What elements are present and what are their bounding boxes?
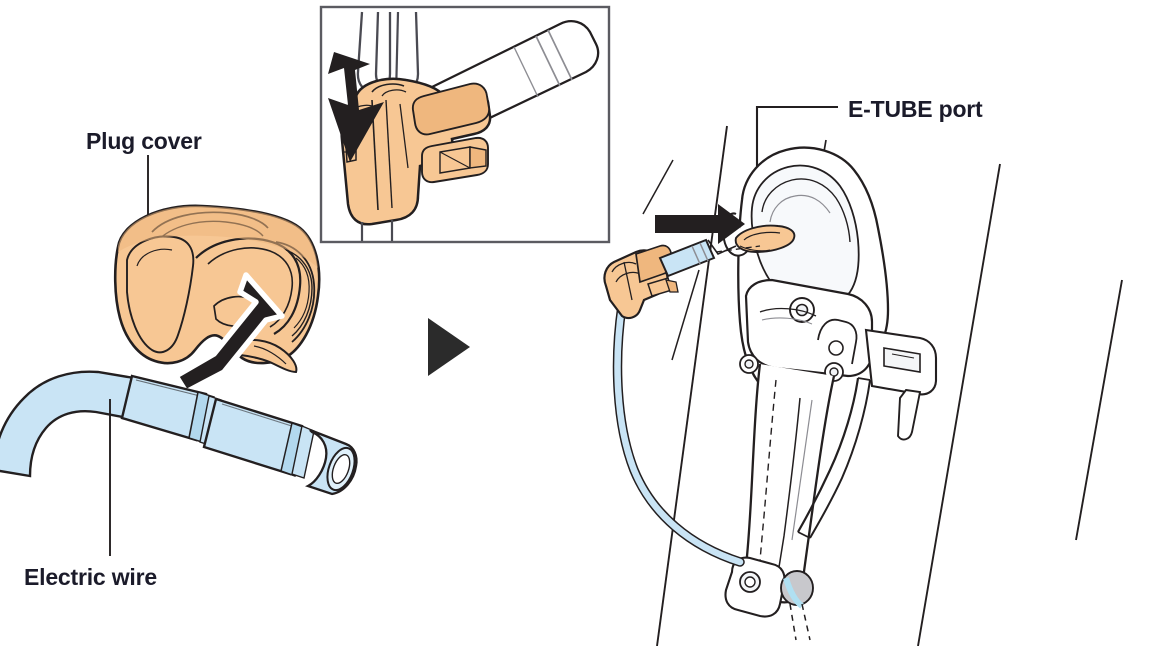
shift-lever-top-cap (857, 377, 871, 381)
inset-cover-cap (411, 82, 491, 136)
connector-ring-right-1 (691, 245, 701, 265)
pointer-line-upper (642, 159, 674, 215)
plug-cover-part (113, 204, 321, 374)
wire-connector-rear-highlight (135, 379, 205, 398)
plug-cover-shading (118, 205, 318, 268)
inset-tube-ring-a (535, 35, 561, 87)
insert-arrow-left-shape (173, 272, 285, 395)
wire-connector-tip-bore (331, 453, 351, 485)
wire-connector-barrel-highlight (221, 403, 299, 429)
frame-tube-right (1075, 279, 1123, 541)
etube-port-inner-edge (743, 231, 781, 241)
pointer-line-lower (671, 269, 700, 361)
connector-latch-side (665, 279, 679, 293)
lever-bottom-pivot-hole (744, 576, 756, 588)
etube-port-opening (734, 224, 796, 253)
connector-pin-right (707, 239, 737, 255)
inset-latch-diagonal (439, 151, 471, 169)
plug-cover-bottom-tab-line (253, 345, 287, 365)
inset-tube-ring-c (513, 46, 539, 98)
plug-cover-left-face-line (136, 248, 173, 267)
inset-cover-ridge-2 (381, 89, 407, 97)
connector-seam (623, 261, 633, 301)
cable-through-grommet (783, 577, 804, 609)
lever-inner-pivot (828, 340, 844, 356)
lever-blade-edge-2 (791, 399, 813, 541)
lever-housing-detail-1 (759, 307, 817, 317)
inset-tube-ring-b (547, 29, 573, 81)
shift-lever-blade-edge (809, 379, 871, 539)
inset-cover-ridge-1 (371, 83, 405, 93)
plug-cover-channel-outer (195, 237, 302, 335)
label-etube-port: E-TUBE port (848, 96, 983, 122)
lever-hood-recess (750, 164, 860, 309)
frame-tube-mid (917, 163, 1001, 646)
etube-port (734, 224, 796, 253)
electric-wire-cable (0, 370, 136, 478)
lever-hood-recess-edge (761, 178, 851, 243)
lever-pivot-hole-mid (744, 359, 754, 369)
frame-tube-left (656, 125, 728, 646)
plug-cover-bottom-tab (236, 339, 298, 374)
inset-cover-seam-3 (399, 103, 409, 169)
exploded-view-group (0, 155, 358, 556)
brake-lever-body (715, 146, 938, 641)
connector-ridge-a (611, 261, 637, 273)
wire-connector-ring-4 (291, 425, 315, 479)
port-alignment-dash (715, 245, 761, 253)
lever-clamp-slot-line (891, 353, 915, 359)
insert-arrow-right (655, 204, 745, 244)
label-plug-cover: Plug cover (86, 128, 202, 154)
lever-clamp-tail (897, 388, 922, 441)
plug-cover-rib-2 (285, 249, 313, 337)
plug-cover-left-face (126, 235, 195, 354)
lever-housing-detail-2 (761, 317, 813, 325)
lever-pivot-hole-right (829, 367, 839, 377)
inset-cover-seam-2 (385, 99, 393, 209)
label-electric-wire: Electric wire (24, 564, 157, 590)
electric-wire-part (0, 370, 358, 556)
shift-lever-tip (797, 531, 811, 539)
press-arrow-inset (328, 52, 384, 162)
etube-port-lower-edge (739, 245, 771, 252)
plug-cover-rib-3 (293, 257, 310, 329)
lever-hood-recess-inner (769, 194, 831, 223)
detail-inset-panel (319, 5, 611, 244)
insert-arrow-left (173, 272, 285, 395)
inset-content (328, 11, 600, 241)
connector-barrel-right (658, 238, 716, 278)
cable-fill (614, 302, 744, 566)
step-arrow-center (428, 318, 470, 376)
connector-ring-right-2 (699, 242, 709, 262)
plug-cover-channel-inner (207, 247, 294, 328)
assembled-view-group (603, 105, 1123, 646)
inset-latch-side (469, 146, 487, 169)
connected-electric-wire (603, 238, 745, 567)
shift-lever-blade (797, 377, 860, 533)
